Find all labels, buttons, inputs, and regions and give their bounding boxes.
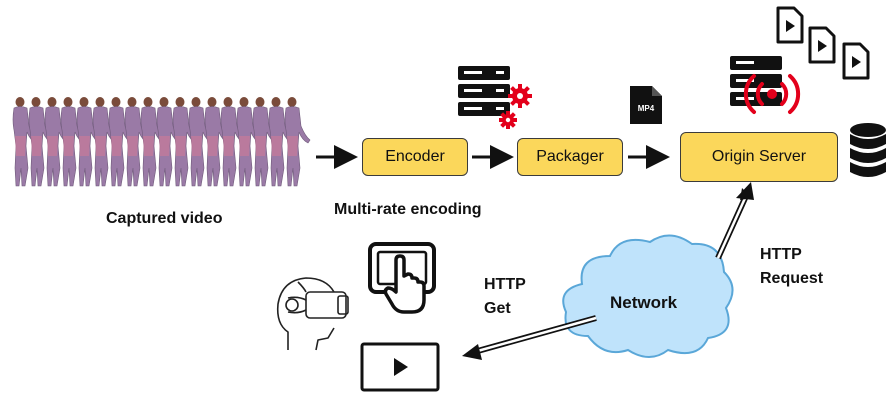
captured-frame (12, 96, 39, 187)
captured-frame (76, 96, 103, 187)
http-request-label-2: Request (760, 270, 824, 287)
captured-frame (124, 96, 151, 187)
mp4-label: MP4 (637, 104, 655, 113)
video-player-icon (360, 342, 440, 392)
captured-frame (236, 96, 263, 187)
packager-box[interactable]: Packager (517, 138, 623, 176)
broadcast-icon (743, 74, 801, 114)
video-segment-file-icon (776, 6, 870, 80)
gear-icon (499, 84, 532, 129)
cloud-icon (562, 234, 734, 358)
captured-frame (140, 96, 167, 187)
captured-frame (252, 96, 279, 187)
captured-frame (284, 96, 311, 187)
captured-frame (28, 96, 55, 187)
captured-frame (172, 96, 199, 187)
captured-frame (156, 96, 183, 187)
database-icon (850, 123, 886, 177)
encoder-box[interactable]: Encoder (362, 138, 468, 176)
captured-frame (60, 96, 87, 187)
captured-video-label: Captured video (106, 210, 223, 227)
captured-frame (204, 96, 231, 187)
captured-frame (220, 96, 247, 187)
captured-frame (44, 96, 71, 187)
multi-rate-encoding-label: Multi-rate encoding (334, 201, 482, 218)
captured-frame (268, 96, 295, 187)
http-get-label-1: HTTP (484, 276, 526, 293)
server-gear-icon (458, 66, 532, 129)
mp4-file-icon: MP4 (628, 84, 664, 126)
server-broadcast-icon (730, 56, 801, 114)
origin-server-box[interactable]: Origin Server (680, 132, 838, 182)
tablet-touch-icon (368, 242, 436, 314)
network-label: Network (610, 293, 678, 312)
captured-frame (108, 96, 135, 187)
http-request-label-1: HTTP (760, 246, 802, 263)
vr-headset-user-icon (276, 277, 349, 351)
captured-frame (92, 96, 119, 187)
captured-frame (188, 96, 215, 187)
http-get-label-2: Get (484, 300, 511, 317)
